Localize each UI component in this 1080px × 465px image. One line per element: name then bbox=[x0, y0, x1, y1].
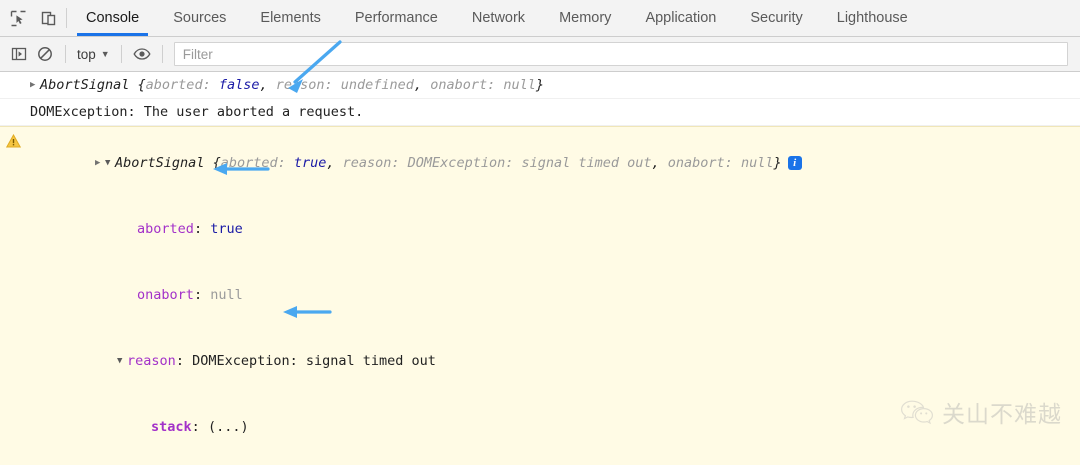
tab-list: Console Sources Elements Performance Net… bbox=[69, 0, 925, 36]
console-message-object-preview[interactable]: ▶ AbortSignal {aborted: false, reason: un… bbox=[0, 72, 1080, 99]
console-message-text[interactable]: DOMException: The user aborted a request… bbox=[0, 99, 1080, 126]
tabbar-icon-group bbox=[0, 0, 64, 36]
tab-network[interactable]: Network bbox=[455, 0, 542, 36]
preview-part: , bbox=[259, 77, 276, 93]
tab-lighthouse[interactable]: Lighthouse bbox=[820, 0, 925, 36]
tab-label: Application bbox=[645, 10, 717, 26]
object-property-row[interactable]: ▶onabort: null bbox=[0, 262, 1080, 328]
object-class-name: AbortSignal bbox=[40, 77, 130, 93]
tab-label: Performance bbox=[354, 10, 438, 26]
tab-label: Network bbox=[471, 10, 526, 26]
property-key: onabort bbox=[137, 287, 194, 303]
tab-elements[interactable]: Elements bbox=[243, 0, 337, 36]
console-output[interactable]: ▶AbortSignal {aborted: false, reason: un… bbox=[0, 72, 1080, 465]
preview-part: reason: bbox=[275, 77, 341, 93]
toolbar-divider-1 bbox=[65, 45, 66, 63]
property-separator: : bbox=[191, 419, 208, 435]
tab-application[interactable]: Application bbox=[628, 0, 733, 36]
info-icon[interactable]: i bbox=[787, 156, 802, 170]
preview-part: false bbox=[218, 77, 260, 93]
tab-label: Sources bbox=[173, 10, 227, 26]
preview-part: reason: bbox=[342, 155, 408, 171]
tab-label: Memory bbox=[559, 10, 612, 26]
preview-part: DOMException: signal timed out bbox=[407, 155, 652, 171]
filter-input[interactable]: Filter bbox=[173, 42, 1068, 66]
preview-part: undefined bbox=[340, 77, 414, 93]
object-property-row[interactable]: ▶stack: (...) bbox=[0, 394, 1080, 460]
disclosure-triangle-collapsed-icon[interactable]: ▶ bbox=[95, 158, 101, 168]
clear-console-icon[interactable] bbox=[32, 41, 58, 67]
tabbar-divider bbox=[66, 8, 67, 28]
object-class-name: AbortSignal bbox=[115, 155, 205, 171]
preview-part: { bbox=[204, 155, 221, 171]
tab-label: Lighthouse bbox=[836, 10, 908, 26]
toolbar-divider-2 bbox=[120, 45, 122, 63]
preview-part: aborted: bbox=[220, 155, 294, 171]
tab-label: Console bbox=[86, 10, 140, 26]
warning-triangle-icon bbox=[5, 133, 22, 148]
preview-part: { bbox=[129, 77, 146, 93]
property-value[interactable]: (...) bbox=[207, 419, 249, 435]
tab-sources[interactable]: Sources bbox=[156, 0, 243, 36]
property-separator: : bbox=[175, 353, 193, 369]
console-message-body: DOMException: The user aborted a request… bbox=[30, 104, 364, 120]
tab-security[interactable]: Security bbox=[733, 0, 819, 36]
tab-label: Security bbox=[750, 10, 803, 26]
property-key: stack bbox=[151, 419, 192, 435]
disclosure-spacer: ▶ bbox=[127, 218, 137, 240]
property-separator: : bbox=[193, 287, 211, 303]
preview-part: onabort: bbox=[430, 77, 504, 93]
preview-part: , bbox=[651, 155, 668, 171]
property-value: null bbox=[210, 287, 243, 303]
preview-part: null bbox=[740, 155, 774, 171]
preview-part: , bbox=[326, 155, 343, 171]
preview-part: null bbox=[503, 77, 536, 93]
tab-memory[interactable]: Memory bbox=[542, 0, 628, 36]
preview-part: onabort: bbox=[667, 155, 741, 171]
execution-context-selector[interactable]: top ▼ bbox=[73, 47, 114, 62]
preview-part: , bbox=[413, 77, 431, 93]
disclosure-triangle-expanded-icon[interactable]: ▼ bbox=[117, 356, 123, 366]
console-warning-group[interactable]: ▶▼AbortSignal {aborted: true, reason: DO… bbox=[0, 126, 1080, 465]
object-property-row[interactable]: ▶aborted: true bbox=[0, 196, 1080, 262]
property-value: true bbox=[210, 221, 243, 237]
disclosure-spacer: ▶ bbox=[127, 284, 137, 306]
toolbar-divider-3 bbox=[161, 45, 163, 63]
property-separator: : bbox=[193, 221, 211, 237]
warning-header-line[interactable]: ▶ ▼ AbortSignal {aborted: true, reason: DO… bbox=[0, 130, 1080, 196]
device-toolbar-icon[interactable] bbox=[38, 8, 58, 28]
execution-context-value: top bbox=[77, 46, 96, 62]
tab-console[interactable]: Console bbox=[69, 0, 156, 36]
inspect-element-icon[interactable] bbox=[8, 8, 28, 28]
disclosure-spacer: ▶ bbox=[141, 416, 151, 438]
filter-placeholder: Filter bbox=[182, 46, 213, 62]
property-key: aborted bbox=[137, 221, 194, 237]
devtools-tabbar: Console Sources Elements Performance Net… bbox=[0, 0, 1080, 37]
preview-part: aborted: bbox=[145, 77, 219, 93]
preview-part: true bbox=[293, 155, 327, 171]
preview-part: } bbox=[773, 155, 782, 171]
console-toolbar: top ▼ Filter bbox=[0, 37, 1080, 72]
preview-part: } bbox=[535, 77, 544, 93]
watermark-text: 关山不难越 bbox=[942, 401, 1062, 427]
console-sidebar-toggle-icon[interactable] bbox=[6, 41, 32, 67]
chevron-down-icon: ▼ bbox=[100, 48, 110, 59]
object-property-row[interactable]: ▼ reason: DOMException: signal timed out bbox=[0, 328, 1080, 394]
disclosure-triangle-collapsed-icon[interactable]: ▶ bbox=[30, 80, 36, 90]
property-value: DOMException: signal timed out bbox=[192, 353, 436, 369]
live-expression-eye-icon[interactable] bbox=[129, 41, 155, 67]
wechat-icon bbox=[900, 400, 933, 425]
watermark: 关山不难越 bbox=[900, 395, 1062, 429]
property-key: reason bbox=[127, 353, 176, 369]
tab-label: Elements bbox=[260, 10, 321, 26]
tab-performance[interactable]: Performance bbox=[338, 0, 455, 36]
object-property-row[interactable]: ▶code: 23 bbox=[0, 460, 1080, 465]
disclosure-triangle-expanded-icon[interactable]: ▼ bbox=[105, 158, 111, 168]
